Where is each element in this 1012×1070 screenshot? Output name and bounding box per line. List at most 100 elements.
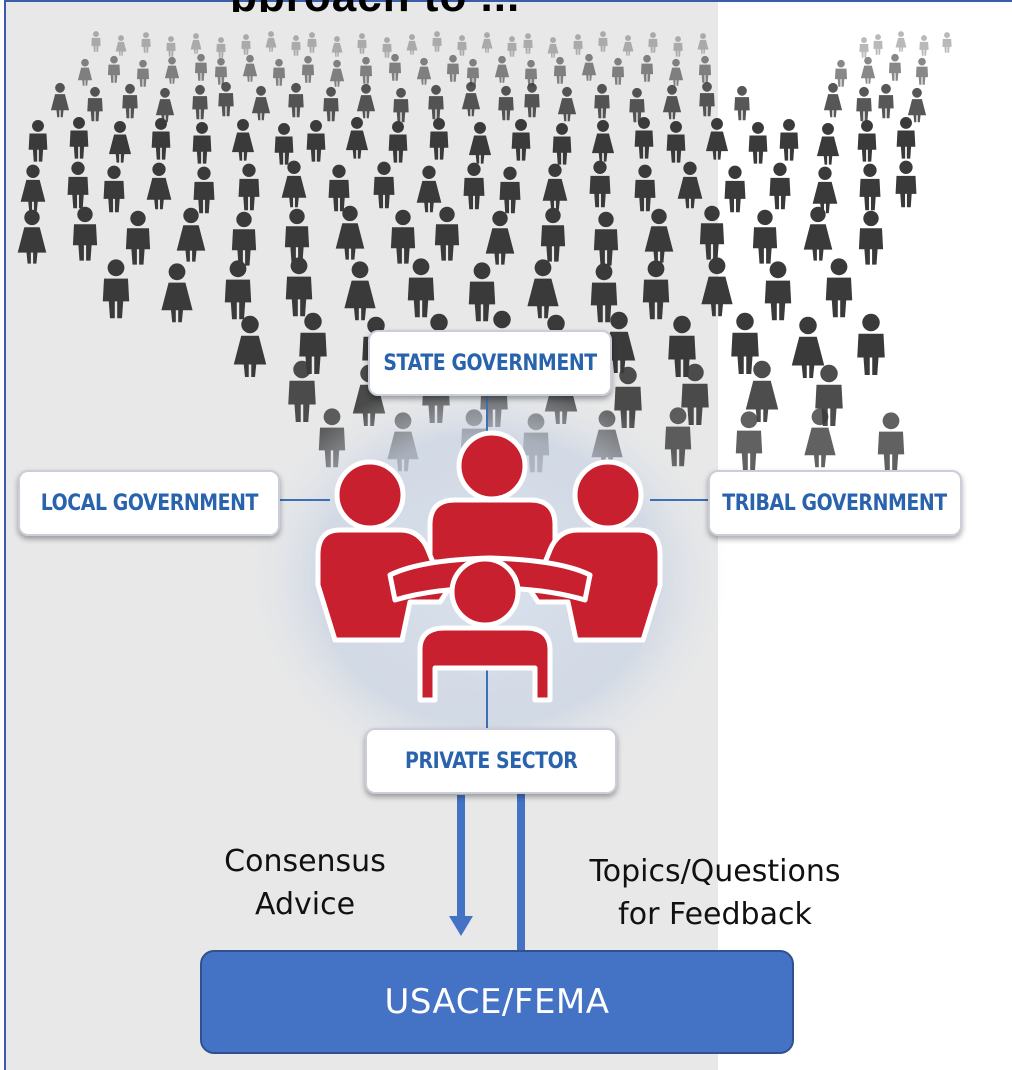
person-silhouette-icon <box>463 162 485 210</box>
person-silhouette-icon <box>590 263 618 323</box>
person-silhouette-icon <box>591 119 615 162</box>
person-silhouette-icon <box>748 121 768 164</box>
person-silhouette-icon <box>136 59 150 87</box>
person-silhouette-icon <box>373 161 395 209</box>
person-silhouette-icon <box>752 209 778 264</box>
person-silhouette-icon <box>581 53 597 81</box>
person-silhouette-icon <box>194 53 208 81</box>
person-silhouette-icon <box>494 55 510 83</box>
person-silhouette-icon <box>446 54 460 82</box>
meeting-table-icon <box>315 430 663 703</box>
person-silhouette-icon <box>357 33 367 54</box>
topics-questions-text: Topics/Questions <box>589 854 841 889</box>
person-silhouette-icon <box>697 33 709 54</box>
person-silhouette-icon <box>359 56 373 84</box>
person-silhouette-icon <box>816 122 840 165</box>
person-silhouette-icon <box>481 32 493 53</box>
person-silhouette-icon <box>942 32 952 53</box>
person-silhouette-icon <box>216 37 226 58</box>
person-silhouette-icon <box>823 82 843 118</box>
tribal-government-label: TRIBAL GOVERNMENT <box>708 470 962 536</box>
person-silhouette-icon <box>218 81 234 117</box>
person-silhouette-icon <box>701 257 733 317</box>
person-silhouette-icon <box>895 31 907 52</box>
person-silhouette-icon <box>888 53 902 81</box>
consensus-advice-label: Consensus Advice <box>205 840 405 926</box>
person-silhouette-icon <box>233 315 267 377</box>
person-silhouette-icon <box>629 87 645 123</box>
topics-questions-label: Topics/Questions for Feedback <box>555 850 875 936</box>
person-silhouette-icon <box>724 165 746 213</box>
person-silhouette-icon <box>242 54 258 82</box>
cropped-title-text: pproach to ... <box>230 0 790 12</box>
person-silhouette-icon <box>115 35 127 56</box>
person-silhouette-icon <box>498 85 514 121</box>
person-silhouette-icon <box>192 84 208 120</box>
person-silhouette-icon <box>611 57 625 85</box>
person-silhouette-icon <box>859 163 881 211</box>
person-silhouette-icon <box>461 81 481 117</box>
person-silhouette-icon <box>919 35 929 56</box>
person-silhouette-icon <box>457 35 467 56</box>
person-silhouette-icon <box>698 55 712 83</box>
local-government-label: LOCAL GOVERNMENT <box>18 470 280 536</box>
person-silhouette-icon <box>281 160 307 208</box>
person-silhouette-icon <box>523 33 533 54</box>
person-silhouette-icon <box>331 36 343 57</box>
person-silhouette-icon <box>393 87 409 123</box>
person-silhouette-icon <box>466 58 480 86</box>
person-silhouette-icon <box>69 116 89 159</box>
person-silhouette-icon <box>125 210 151 265</box>
person-silhouette-icon <box>895 160 917 208</box>
person-silhouette-icon <box>547 37 559 58</box>
person-silhouette-icon <box>329 59 345 87</box>
person-silhouette-icon <box>779 118 799 161</box>
person-silhouette-icon <box>434 206 460 261</box>
arrow-down-icon <box>449 795 473 936</box>
person-silhouette-icon <box>77 58 93 86</box>
person-silhouette-icon <box>860 56 876 84</box>
person-silhouette-icon <box>429 117 449 160</box>
person-silhouette-icon <box>915 57 929 85</box>
person-silhouette-icon <box>288 82 304 118</box>
person-silhouette-icon <box>285 257 313 317</box>
person-silhouette-icon <box>622 35 634 56</box>
person-silhouette-icon <box>301 55 315 83</box>
person-silhouette-icon <box>791 316 825 378</box>
person-silhouette-icon <box>573 34 583 55</box>
person-silhouette-icon <box>141 32 151 53</box>
person-silhouette-icon <box>238 163 260 211</box>
person-silhouette-icon <box>272 58 286 86</box>
person-silhouette-icon <box>485 210 515 265</box>
person-silhouette-icon <box>699 81 715 117</box>
person-silhouette-icon <box>557 86 577 122</box>
person-silhouette-icon <box>734 85 750 121</box>
person-silhouette-icon <box>666 120 686 163</box>
state-government-label: STATE GOVERNMENT <box>368 330 612 396</box>
person-silhouette-icon <box>192 121 212 164</box>
person-silhouette-icon <box>428 84 444 120</box>
person-silhouette-icon <box>662 84 682 120</box>
person-silhouette-icon <box>542 163 568 211</box>
person-silhouette-icon <box>151 117 171 160</box>
person-silhouette-icon <box>382 37 392 58</box>
person-silhouette-icon <box>102 259 130 319</box>
person-silhouette-icon <box>108 120 132 163</box>
person-silhouette-icon <box>640 54 654 82</box>
advice-text: Advice <box>254 887 356 922</box>
person-silhouette-icon <box>50 82 70 118</box>
person-silhouette-icon <box>589 160 611 208</box>
person-silhouette-icon <box>241 34 251 55</box>
person-silhouette-icon <box>825 258 853 318</box>
person-silhouette-icon <box>122 83 138 119</box>
person-silhouette-icon <box>166 36 176 57</box>
person-silhouette-icon <box>648 32 658 53</box>
person-silhouette-icon <box>858 210 884 265</box>
person-silhouette-icon <box>673 36 683 57</box>
person-silhouette-icon <box>812 166 838 214</box>
person-silhouette-icon <box>161 263 193 323</box>
person-silhouette-icon <box>553 56 567 84</box>
person-silhouette-icon <box>705 117 729 160</box>
person-silhouette-icon <box>468 262 496 322</box>
